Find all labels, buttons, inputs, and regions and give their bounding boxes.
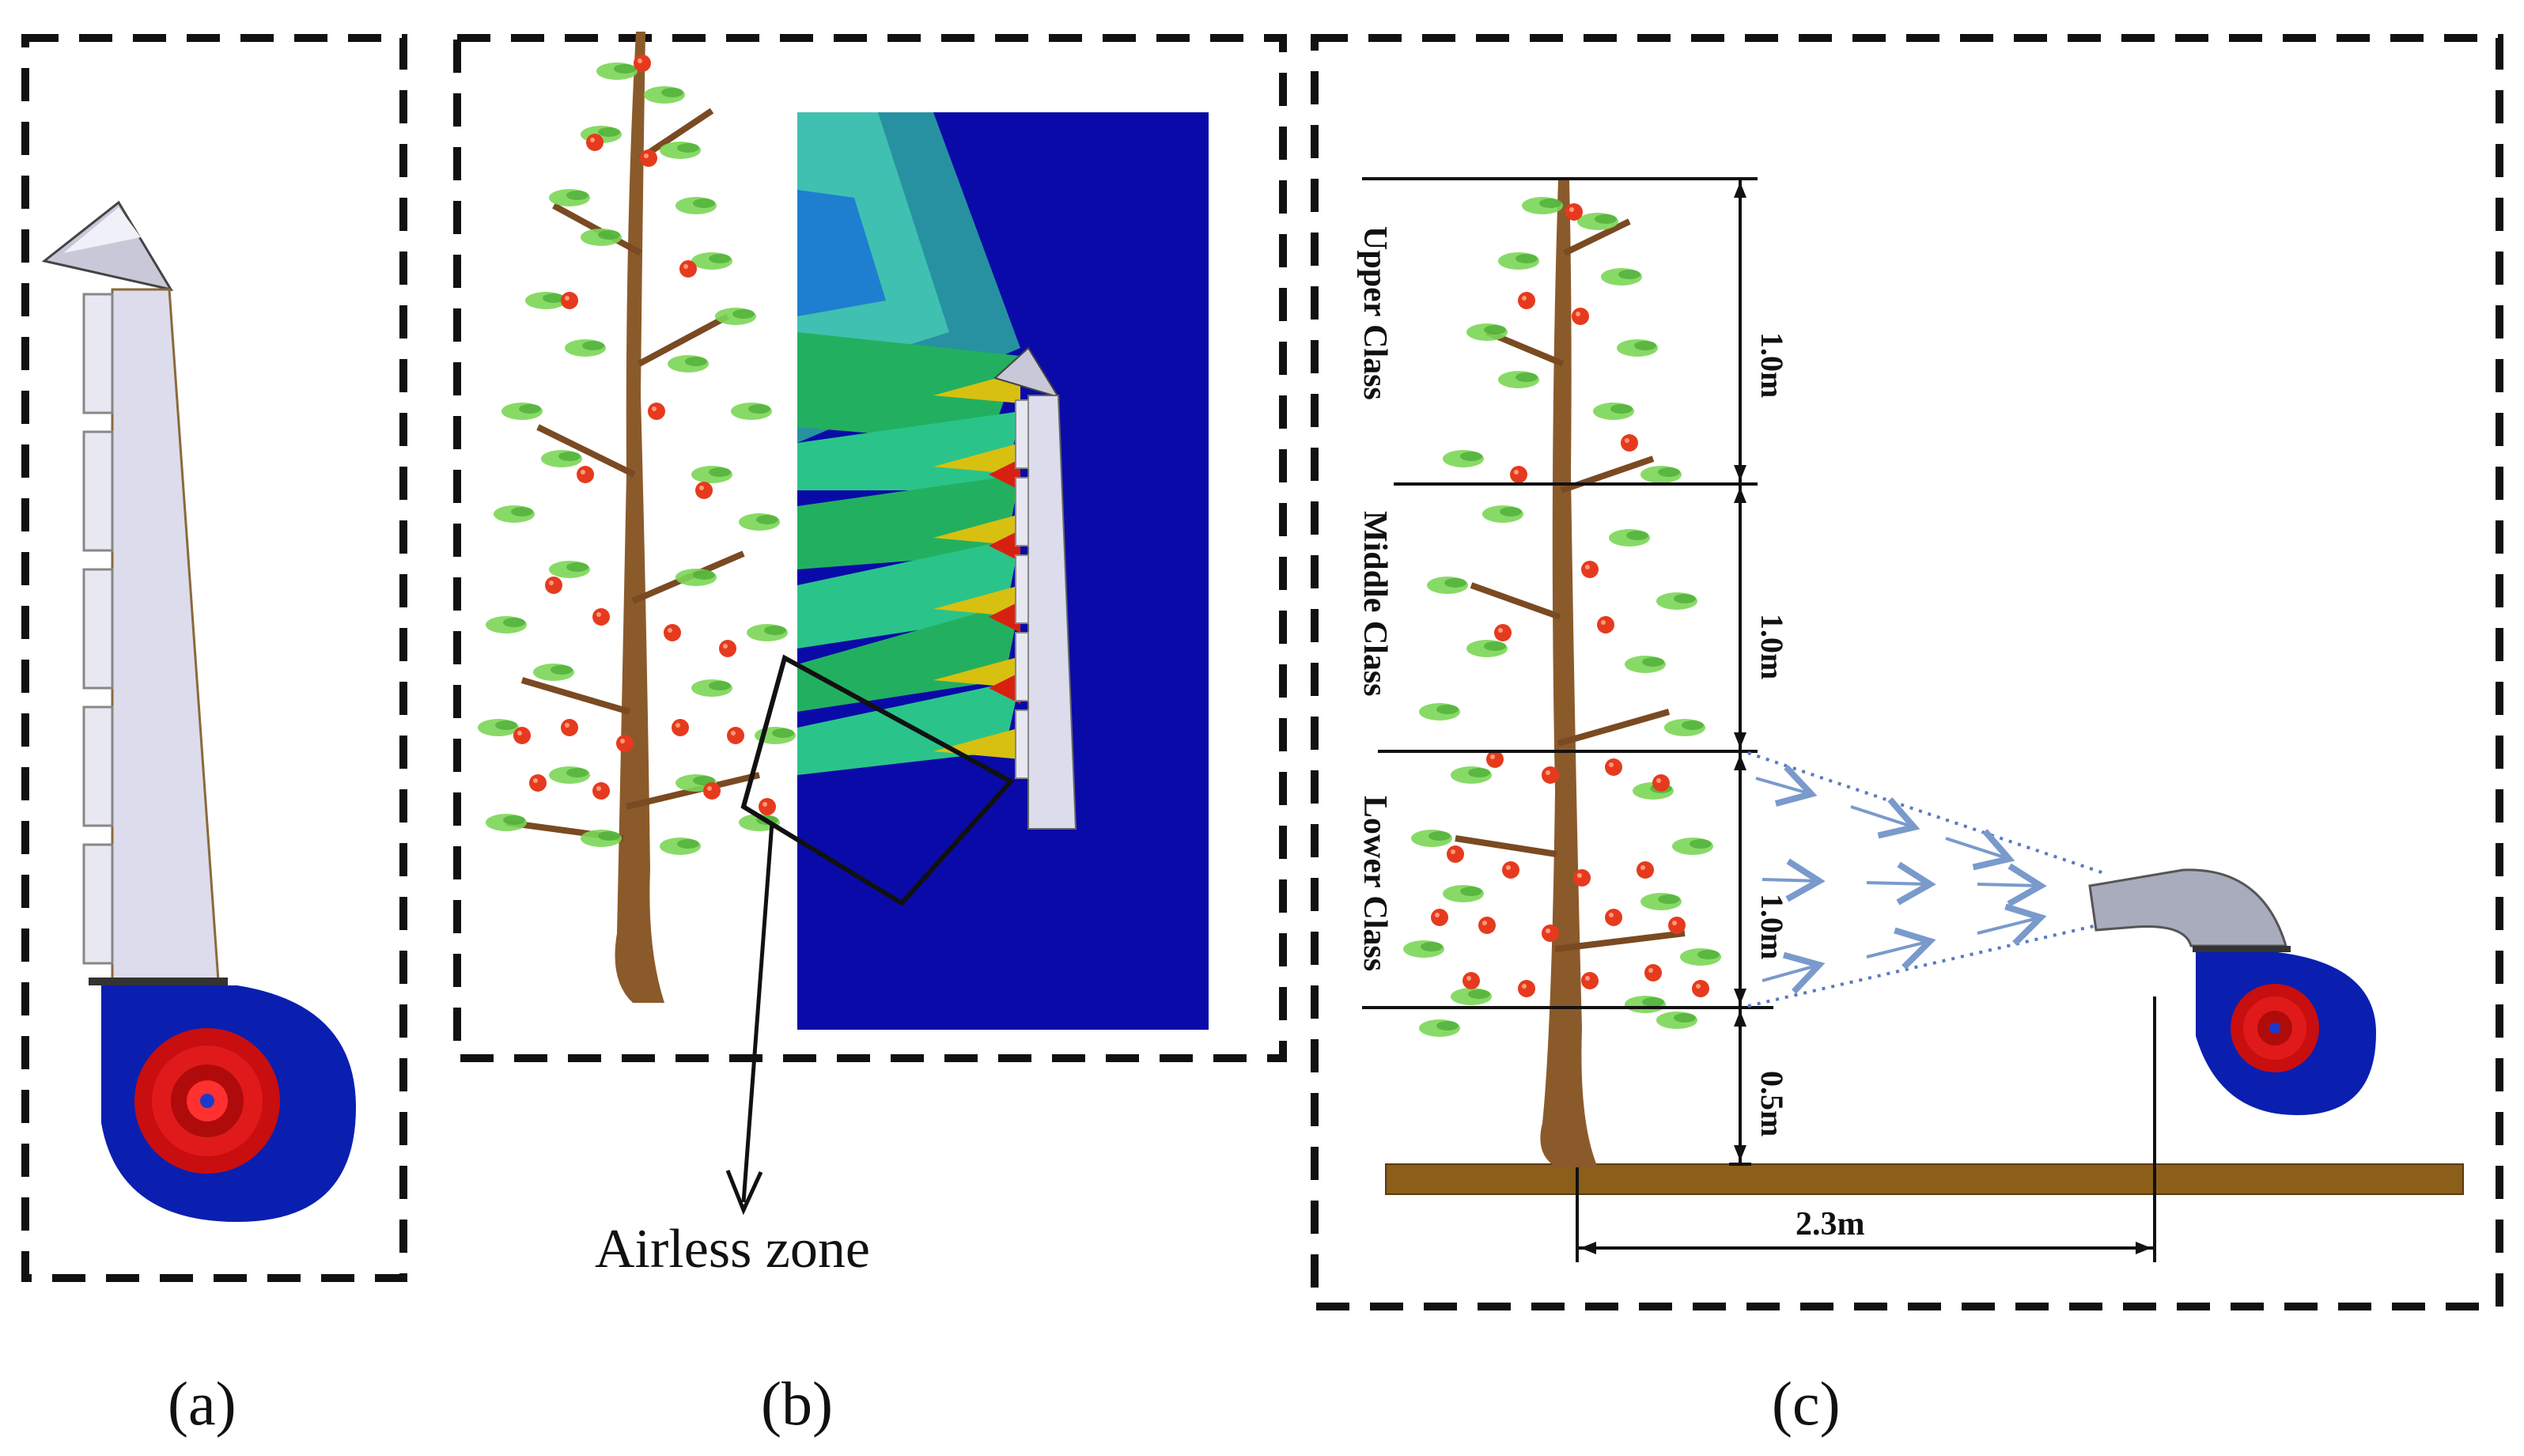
lower-class-label: Lower Class	[1357, 796, 1393, 972]
outlet-elbow	[2088, 868, 2288, 947]
nozzle-slots	[82, 293, 114, 965]
trunk-height-label: 0.5m	[1754, 1071, 1790, 1137]
tree-b	[478, 32, 796, 1003]
panel-b-caption: (b)	[761, 1369, 833, 1438]
upper-class-label: Upper Class	[1357, 226, 1393, 400]
panel-a-frame	[21, 34, 407, 1282]
upper-class-height-label: 1.0m	[1754, 332, 1790, 399]
panel-b-frame	[453, 34, 1287, 1062]
sprayer-distance-label: 2.3m	[1796, 1206, 1865, 1242]
airless-zone-label: Airless zone	[595, 1219, 870, 1280]
panel-c-frame	[1311, 34, 2503, 1310]
middle-class-height-label: 1.0m	[1754, 614, 1790, 680]
dimension-horizontal	[1576, 997, 2156, 1262]
cfd-contour	[797, 112, 1209, 1030]
panel-c-caption: (c)	[1772, 1369, 1841, 1438]
nozzle-cone	[41, 200, 174, 292]
panel-b	[453, 32, 1287, 1216]
sprayer-c-illustration	[2088, 868, 2376, 1115]
airflow-arrows	[1755, 765, 2047, 994]
panel-c	[1311, 34, 2503, 1310]
tree-c	[1403, 180, 1721, 1167]
panel-a-caption: (a)	[168, 1369, 237, 1438]
lower-class-height-label: 1.0m	[1754, 894, 1790, 960]
airless-zone-box	[740, 654, 1015, 906]
middle-class-label: Middle Class	[1357, 511, 1393, 697]
airless-zone-arrow	[741, 822, 774, 1203]
duct	[111, 288, 220, 982]
ground	[1385, 1163, 2464, 1195]
panel-a	[21, 34, 407, 1282]
class-separators	[1362, 177, 1773, 1009]
sprayer-a-illustration	[41, 200, 356, 1222]
